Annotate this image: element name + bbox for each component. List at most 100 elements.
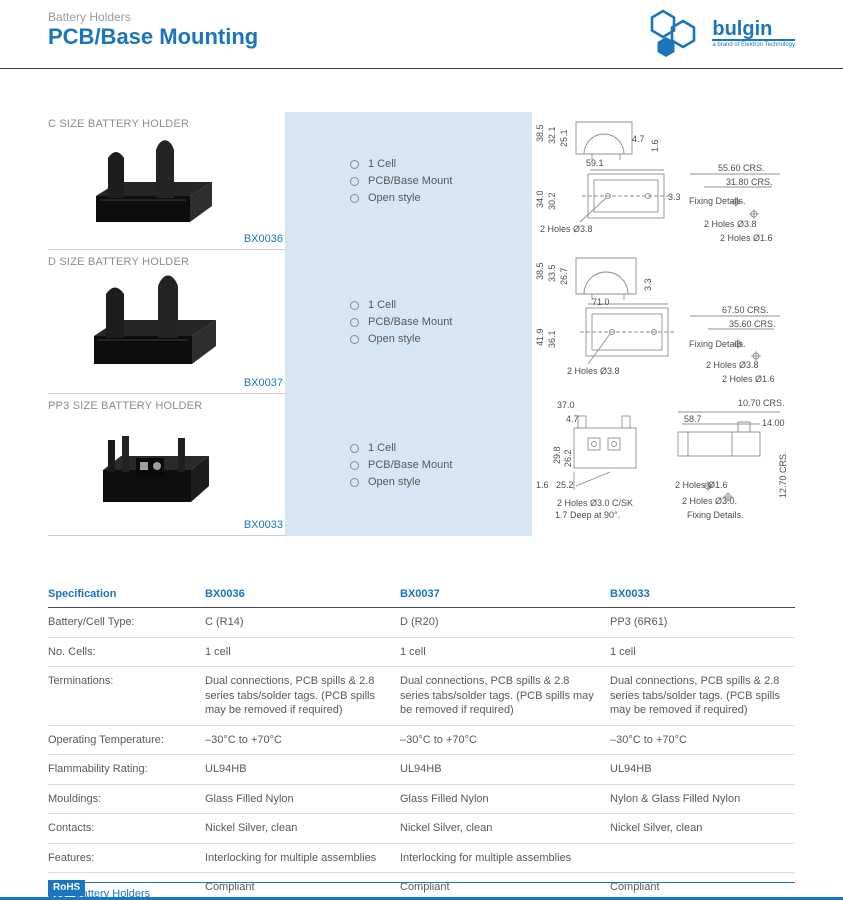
feature-label: PCB/Base Mount [368, 315, 453, 328]
bullet-icon [350, 193, 359, 203]
dim-label: 38.5 [535, 262, 545, 280]
dim-label: 71.0 [592, 297, 610, 307]
dim-label: 2 Holes Ø3.8 [704, 219, 757, 229]
dim-label: 4.7 [566, 414, 579, 424]
logo-wordmark: bulgin a brand of Elektron Technology [712, 19, 795, 48]
feature-list: 1 Cell PCB/Base Mount Open style [285, 440, 452, 491]
product-photo [78, 418, 228, 510]
dim-label: 36.1 [547, 330, 557, 348]
spec-label: Flammability Rating: [48, 755, 205, 785]
part-number: BX0036 [243, 233, 283, 245]
dim-label: 34.0 [535, 190, 545, 208]
spec-header-bx0036: BX0036 [205, 588, 400, 608]
spec-header-label: Specification [48, 588, 205, 608]
rohs-cell: RoHS [48, 873, 205, 900]
product-title: D SIZE BATTERY HOLDER [48, 256, 190, 268]
feature-item: Open style [350, 331, 452, 348]
rohs-value: Compliant [400, 881, 450, 894]
spec-value: UL94HB [610, 755, 795, 785]
spec-value: 1 cell [610, 638, 795, 668]
feature-label: PCB/Base Mount [368, 174, 453, 187]
product-photo [78, 136, 228, 228]
technical-drawing [573, 411, 780, 502]
spec-value: 1 cell [400, 638, 610, 668]
bullet-icon [350, 460, 359, 470]
dim-label: 1.7 Deep at 90°. [555, 510, 621, 520]
feature-label: 1 Cell [368, 441, 397, 454]
feature-item: Open style [350, 190, 452, 207]
feature-panel: 1 Cell PCB/Base Mount Open style [285, 394, 532, 536]
feature-item: PCB/Base Mount [350, 314, 452, 331]
spec-label: Terminations: [48, 667, 205, 726]
bullet-icon [350, 317, 359, 327]
feature-label: 1 Cell [368, 298, 397, 311]
part-number: BX0033 [243, 519, 283, 531]
technical-drawing [575, 257, 780, 365]
logo-hexagons-icon [644, 6, 706, 60]
dim-label: 26.2 [563, 449, 573, 467]
spec-value: Dual connections, PCB spills & 2.8 serie… [400, 667, 610, 726]
drawing-area: 38.5 33.5 26.7 3.3 71.0 67.50 CRS. 35.60… [532, 250, 795, 394]
logo-tagline: a brand of Elektron Technology [712, 38, 795, 48]
dim-label: 2 Holes Ø3.8 [706, 360, 759, 370]
spec-label: Battery/Cell Type: [48, 608, 205, 638]
dim-label: 2 Holes Ø3.0. [682, 496, 738, 506]
dim-label: Fixing Details. [689, 196, 746, 206]
feature-label: 1 Cell [368, 157, 397, 170]
spec-value: Interlocking for multiple assemblies [400, 844, 610, 874]
spec-value: UL94HB [205, 755, 400, 785]
spec-value: –30°C to +70°C [205, 726, 400, 756]
blue-panel [285, 112, 532, 536]
dim-label: 2 Holes Ø3.8 [567, 366, 620, 376]
bullet-icon [350, 300, 359, 310]
dim-label: 37.0 [557, 400, 575, 410]
dim-label: 33.5 [547, 264, 557, 282]
header: Battery Holders PCB/Base Mounting bulgin… [0, 0, 843, 69]
breadcrumb: Battery Holders [48, 10, 131, 24]
bullet-icon [350, 159, 359, 169]
bullet-icon [350, 477, 359, 487]
dim-label: 67.50 CRS. [722, 305, 769, 315]
spec-value: Nickel Silver, clean [205, 814, 400, 844]
spec-label: Features: [48, 844, 205, 874]
dim-label: 2 Holes Ø1.6 [675, 480, 728, 490]
spec-value [610, 844, 795, 874]
spec-label: Operating Temperature: [48, 726, 205, 756]
dim-label: 1.6 [650, 139, 660, 152]
product-cell: C SIZE BATTERY HOLDER BX0036 [48, 112, 285, 250]
dim-label: 3.3 [643, 278, 653, 291]
spec-value: Glass Filled Nylon [400, 785, 610, 815]
dim-label: 1.6 [536, 480, 549, 490]
dim-label: 3.3 [668, 192, 681, 202]
feature-panel: 1 Cell PCB/Base Mount Open style [285, 250, 532, 394]
product-row-bx0037: D SIZE BATTERY HOLDER BX0037 [48, 250, 795, 394]
dim-label: 26.7 [559, 267, 569, 285]
spec-value: UL94HB [400, 755, 610, 785]
dim-label: 12.70 CRS. [778, 451, 788, 498]
dim-label: 41.9 [535, 328, 545, 346]
spec-value: PP3 (6R61) [610, 608, 795, 638]
product-cell: PP3 SIZE BATTERY HOLDER BX0033 [48, 394, 285, 536]
feature-label: PCB/Base Mount [368, 458, 453, 471]
products-section: C SIZE BATTERY HOLDER BX0036 [48, 112, 795, 536]
dim-label: 2 Holes Ø1.6 [722, 374, 775, 384]
dim-label: 14.00 [762, 418, 785, 428]
spec-label: No. Cells: [48, 638, 205, 668]
feature-item: 1 Cell [350, 156, 452, 173]
spec-value: C (R14) [205, 608, 400, 638]
drawing-area: 37.0 4.7 10.70 CRS. 58.7 14.00 29.8 26.2… [532, 394, 795, 536]
spec-value: Nylon & Glass Filled Nylon [610, 785, 795, 815]
product-title: PP3 SIZE BATTERY HOLDER [48, 400, 203, 412]
rohs-value: Compliant [205, 881, 255, 894]
product-photo [78, 274, 228, 370]
dim-label: 55.60 CRS. [718, 163, 765, 173]
rohs-badge: RoHS [48, 880, 86, 897]
rohs-value: Compliant [610, 881, 660, 894]
dim-label: 2 Holes Ø3.8 [540, 224, 593, 234]
dim-label: 29.8 [552, 446, 562, 464]
spec-header-bx0037: BX0037 [400, 588, 610, 608]
dim-label: 31.80 CRS. [726, 177, 773, 187]
spec-label: Mouldings: [48, 785, 205, 815]
dim-label: Fixing Details. [689, 339, 746, 349]
